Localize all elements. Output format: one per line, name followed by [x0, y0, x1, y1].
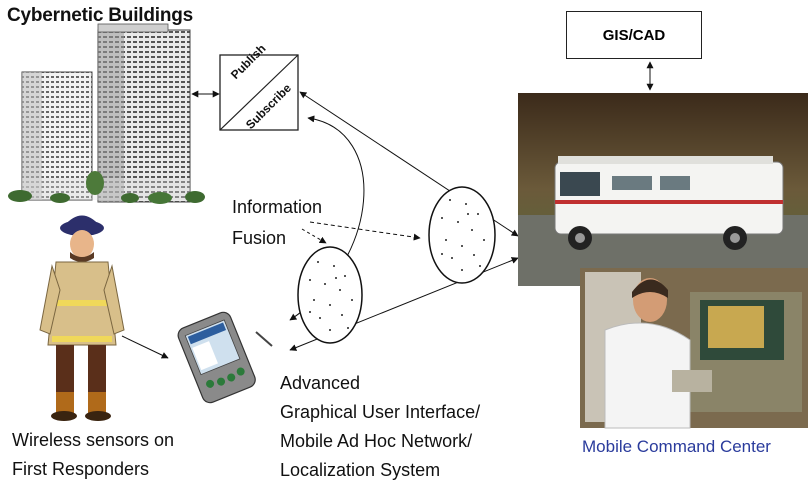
- advanced-caption-line4: Localization System: [280, 460, 441, 480]
- pda-device-illustration: [177, 311, 273, 404]
- command-van-photo: [518, 93, 808, 286]
- information-fusion-label-line2: Fusion: [232, 228, 287, 248]
- fusion-ellipse-small: [297, 246, 363, 344]
- advanced-caption-line1: Advanced: [280, 373, 361, 393]
- operator-photo: [580, 268, 808, 429]
- wireless-sensors-caption-line2: First Responders: [12, 459, 150, 479]
- fusion-ellipse-large: [428, 186, 496, 284]
- wireless-sensors-caption-line1: Wireless sensors on: [12, 430, 175, 450]
- firefighter-illustration: [39, 215, 125, 421]
- mobile-command-center-caption: Mobile Command Center: [582, 437, 771, 456]
- gis-cad-label: GIS/CAD: [602, 26, 666, 44]
- advanced-caption-line3: Mobile Ad Hoc Network/: [280, 431, 473, 451]
- advanced-caption-line2: Graphical User Interface/: [280, 402, 481, 422]
- responder-pda-arrow: [121, 335, 169, 359]
- diagram-title: Cybernetic Buildings: [7, 5, 194, 26]
- fusion-dashed-arrow-2: [301, 228, 327, 244]
- information-fusion-label-line1: Information: [232, 197, 323, 217]
- publish-subscribe-box: [219, 54, 299, 131]
- gis-cad-box: GIS/CAD: [566, 11, 702, 59]
- fusion-dashed-arrow: [309, 221, 421, 241]
- buildings-illustration: [8, 23, 205, 204]
